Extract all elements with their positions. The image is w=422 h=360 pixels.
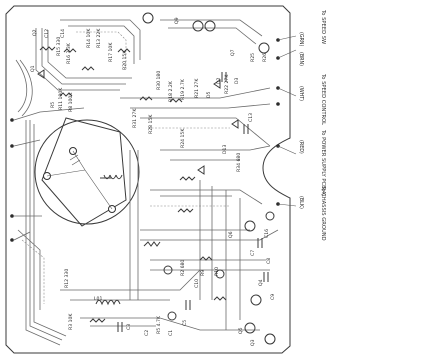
svg-text:C12: C12 xyxy=(44,29,50,38)
svg-text:Q7: Q7 xyxy=(230,49,236,56)
svg-text:D3: D3 xyxy=(234,77,240,84)
svg-text:R22 27K: R22 27K xyxy=(224,74,230,94)
wire-tag-red: (RED) xyxy=(298,140,304,154)
svg-text:R16 3.3K: R16 3.3K xyxy=(66,42,72,64)
svg-text:R25: R25 xyxy=(250,53,256,62)
dest-speed-sw: To SPEED SW xyxy=(320,9,326,44)
svg-text:R8 100K: R8 100K xyxy=(68,92,74,112)
wire-color-tags: (GRN) (BRN) (WHT) (RED) (BLK) xyxy=(277,32,304,209)
svg-text:Q5: Q5 xyxy=(238,327,244,334)
svg-text:Q6: Q6 xyxy=(228,231,234,238)
svg-text:L01: L01 xyxy=(94,296,102,302)
edge-pads xyxy=(10,118,14,242)
svg-text:R3 10K: R3 10K xyxy=(68,313,74,330)
wire-tag-grn: (GRN) xyxy=(298,32,304,47)
transistor-symbols xyxy=(37,20,275,334)
svg-text:R12 330: R12 330 xyxy=(64,269,70,288)
svg-text:R21 27K: R21 27K xyxy=(194,78,200,98)
capacitor-symbols xyxy=(117,72,269,332)
svg-text:R13 22K: R13 22K xyxy=(96,28,102,48)
connector-pads xyxy=(276,38,280,206)
transformer-footprint xyxy=(34,117,140,227)
board-outline xyxy=(5,5,291,354)
svg-text:R2 680: R2 680 xyxy=(180,260,186,276)
svg-text:C1: C1 xyxy=(168,330,174,336)
wire-tag-blk: (BLK) xyxy=(298,196,304,209)
svg-text:Q4: Q4 xyxy=(258,279,264,286)
svg-text:D13: D13 xyxy=(222,145,228,154)
svg-text:Q3: Q3 xyxy=(250,339,256,346)
svg-text:C3: C3 xyxy=(126,324,132,330)
svg-text:R24 15K: R24 15K xyxy=(180,128,186,148)
svg-text:R14 10K: R14 10K xyxy=(86,28,92,48)
svg-text:R20 15K: R20 15K xyxy=(122,50,128,70)
svg-text:R9: R9 xyxy=(200,270,206,276)
svg-text:C13: C13 xyxy=(248,113,254,122)
svg-text:R28 15K: R28 15K xyxy=(148,114,154,134)
mounting-hole xyxy=(142,12,154,24)
svg-text:C2: C2 xyxy=(144,330,150,336)
wire-tag-brn: (BRN) xyxy=(298,52,304,66)
svg-text:R5 4.7K: R5 4.7K xyxy=(156,315,162,334)
svg-text:R15 330: R15 330 xyxy=(56,37,62,56)
svg-text:C9: C9 xyxy=(270,294,276,300)
svg-text:Q9: Q9 xyxy=(174,17,180,24)
component-labels: Q2 Q1 R15 330 R16 3.3K R14 10K R13 22K C… xyxy=(30,17,276,346)
svg-text:R18 2.2K: R18 2.2K xyxy=(168,80,174,102)
svg-text:Q2: Q2 xyxy=(32,29,38,36)
svg-text:R26: R26 xyxy=(262,53,268,62)
svg-text:D5: D5 xyxy=(206,91,212,98)
svg-text:R10: R10 xyxy=(214,267,220,276)
svg-text:C8: C8 xyxy=(266,258,272,264)
trace-bundle-left xyxy=(13,59,85,346)
svg-text:R30 180: R30 180 xyxy=(156,71,162,90)
svg-text:Q1: Q1 xyxy=(30,65,36,72)
svg-text:C7: C7 xyxy=(250,250,256,256)
dest-power-supply: To POWER SUPPLY PCB(4) xyxy=(320,129,326,196)
svg-text:R34 680: R34 680 xyxy=(236,153,242,172)
dest-speed-control: To SPEED CONTROL xyxy=(320,73,326,125)
svg-text:C14: C14 xyxy=(60,29,66,38)
svg-text:R11 100K: R11 100K xyxy=(58,87,64,110)
svg-text:R17 10K: R17 10K xyxy=(108,42,114,62)
mounting-hole xyxy=(264,333,276,345)
destination-labels: To SPEED SW To SPEED CONTROL To POWER SU… xyxy=(320,9,326,241)
svg-text:D2: D2 xyxy=(216,77,222,84)
trace-bundle-middle xyxy=(60,145,279,331)
svg-text:C16: C16 xyxy=(264,229,270,238)
svg-text:R19 2.7K: R19 2.7K xyxy=(180,78,186,100)
inductor-symbol xyxy=(95,299,121,306)
trace-bundle-top xyxy=(35,19,271,147)
resistor-symbols xyxy=(39,46,227,323)
svg-text:R31 27K: R31 27K xyxy=(132,108,138,128)
dest-chassis-ground: To CHASSIS GROUND xyxy=(320,185,326,241)
wire-tag-wht: (WHT) xyxy=(298,86,304,101)
svg-text:C5: C5 xyxy=(182,320,188,326)
svg-text:C10: C10 xyxy=(194,279,200,288)
svg-text:R5: R5 xyxy=(50,102,56,108)
